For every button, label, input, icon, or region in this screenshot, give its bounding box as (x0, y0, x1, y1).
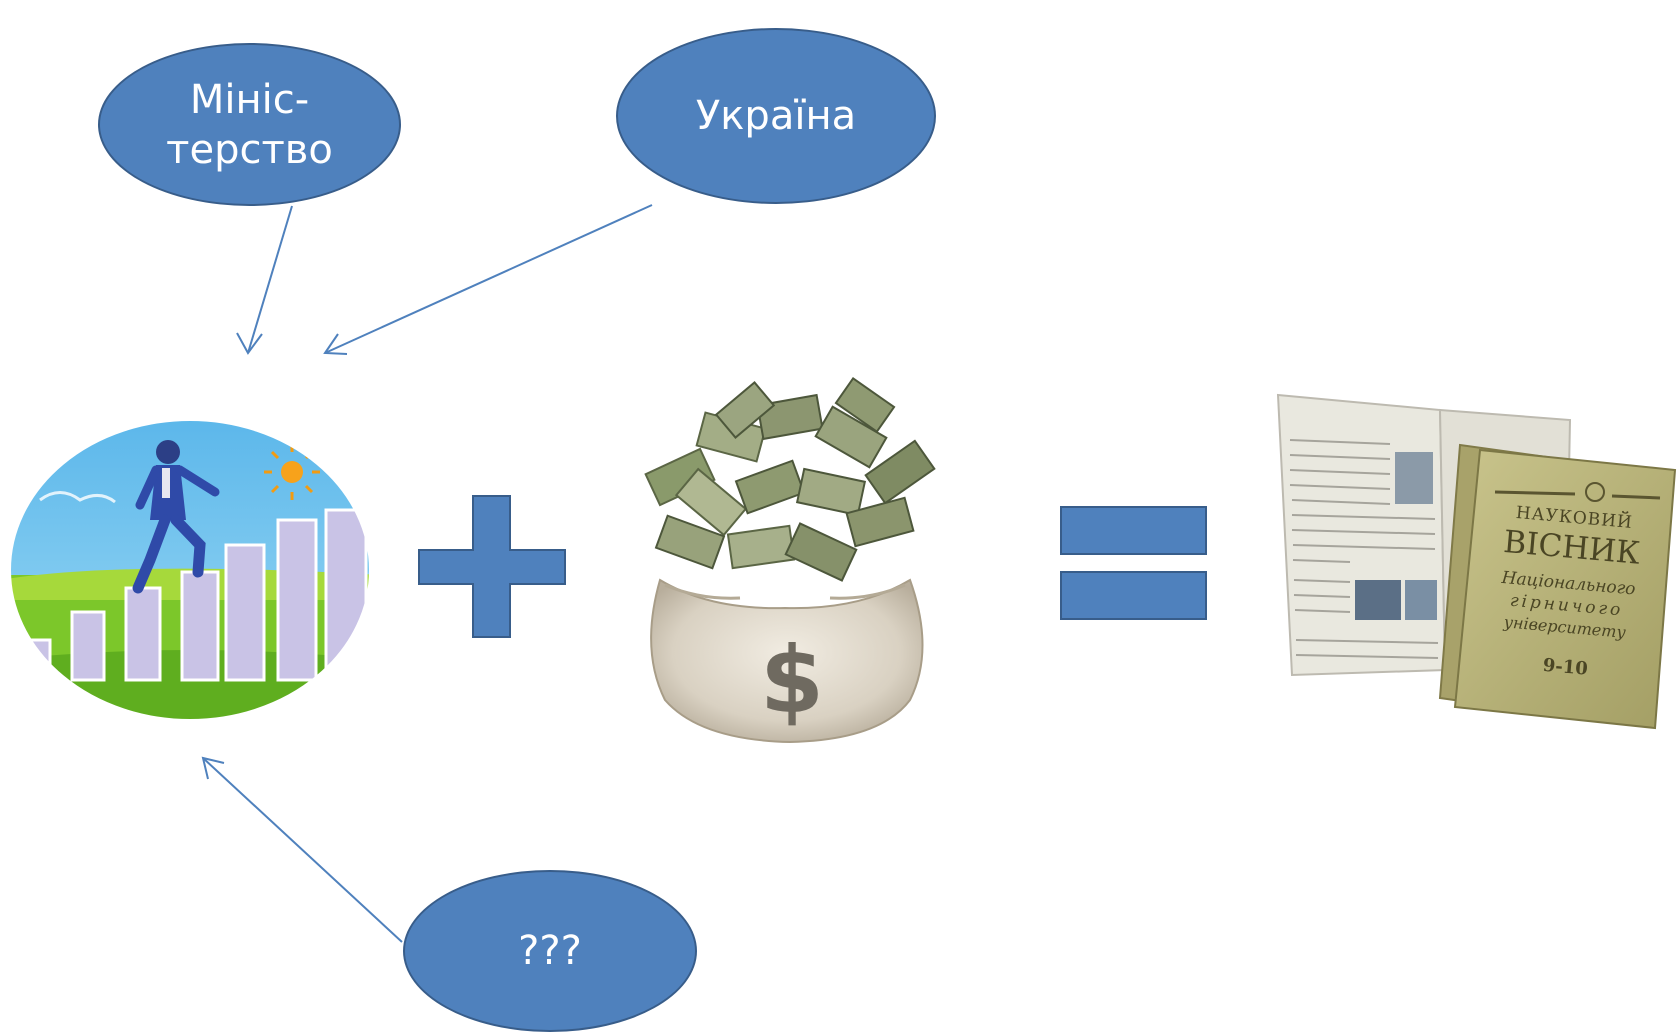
bubble-unknown: ??? (403, 870, 697, 1032)
bubble-ukraine-label: Україна (695, 93, 857, 139)
journal-cover: НАУКОВИЙ ВІСНИК Національного гірничого … (1438, 443, 1677, 730)
money-bag-icon: $ (644, 376, 936, 744)
arrow-unknown-to-growth (201, 756, 403, 943)
banknotes (644, 376, 936, 582)
bubble-ministry: Мініс- терство (98, 43, 401, 206)
businessman-figure (132, 440, 220, 594)
bubble-ministry-label: Мініс- терство (166, 76, 333, 173)
equals-icon (1060, 506, 1207, 620)
plus-icon (418, 495, 566, 638)
journal-illustration: НАУКОВИЙ ВІСНИК Національного гірничого … (1276, 393, 1677, 730)
growth-illustration (9, 419, 371, 721)
bubble-unknown-label: ??? (518, 928, 582, 974)
dollar-sign: $ (760, 627, 824, 734)
journal-issue-number: 9-10 (1542, 655, 1589, 680)
bar-chart (18, 508, 368, 682)
arrow-ministry-to-growth (236, 205, 293, 355)
bag-body (650, 578, 924, 744)
arrow-ukraine-to-growth (323, 204, 653, 355)
bubble-ukraine: Україна (616, 28, 936, 204)
